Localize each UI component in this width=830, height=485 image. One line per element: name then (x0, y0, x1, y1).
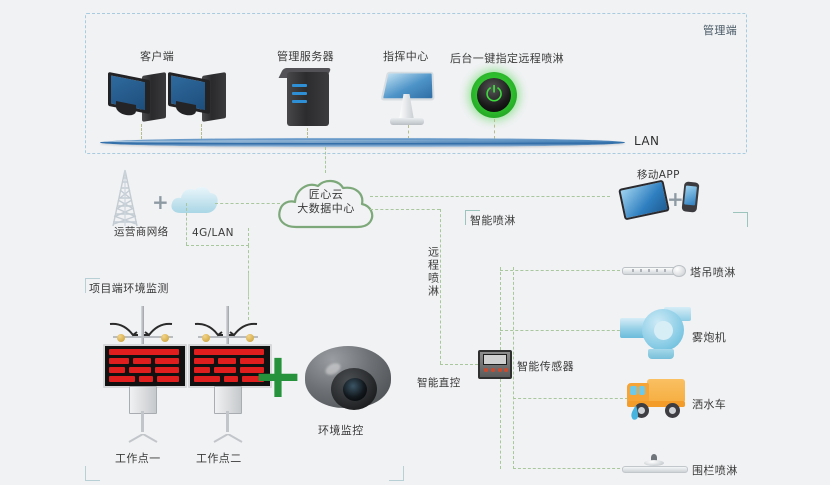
connector-tower-crane-sprinkler (500, 270, 620, 271)
connector-water-truck (513, 398, 628, 399)
operator-network-label: 运营商网络 (114, 226, 169, 238)
lan-bus-bar (100, 138, 625, 147)
connector-trunk-sensor (440, 364, 478, 365)
kiosk-display-icon (380, 70, 435, 128)
power-glyph: ⏻ (485, 82, 503, 107)
station-2-label: 工作点二 (196, 452, 242, 465)
tower-crane-sprinkler-icon (618, 264, 686, 277)
direct-control-label: 智能直控 (417, 377, 461, 389)
project-zone-title: 项目端环境监测 (89, 282, 169, 295)
cloud-text-block: 匠心云 大数据中心 (272, 188, 380, 216)
desktop-pc-icon (168, 71, 228, 124)
fence-sprinkler-icon (622, 452, 688, 476)
connector-lan-cloud (325, 147, 326, 173)
connector-fog-cannon (500, 330, 625, 331)
lan-label: LAN (634, 134, 660, 148)
management-server-label: 管理服务器 (277, 50, 334, 63)
connector-power-lan (494, 119, 495, 139)
fog-cannon-icon (620, 305, 692, 363)
desktop-pc-icon (108, 71, 168, 124)
cloud-icon (168, 183, 220, 217)
mobile-app-label: 移动APP (637, 169, 680, 181)
plus-icon: + (152, 190, 169, 214)
water-truck-label: 洒水车 (692, 398, 727, 411)
plus-icon: + (667, 187, 684, 211)
tablet-icon (618, 179, 670, 221)
dome-camera-icon (305, 342, 391, 414)
connector-remote-spray-trunk (440, 209, 441, 364)
connector-sensor-bus-upper (500, 267, 501, 350)
led-display-board (103, 344, 187, 388)
tower-crane-sprinkler-label: 塔吊喷淋 (690, 266, 736, 279)
fog-cannon-label: 雾炮机 (692, 331, 727, 344)
connector-cloud-right-lower (370, 209, 440, 210)
connector-4glan-up (248, 228, 249, 246)
corner-bracket-project-title (85, 278, 100, 293)
corner-bracket-spray-title (465, 210, 480, 225)
client-1-label: 客户端 (140, 50, 175, 63)
project-zone-separator (248, 274, 249, 296)
environment-monitoring-station-icon (180, 300, 276, 443)
power-button-icon[interactable]: ⏻ (471, 72, 517, 118)
server-rack-icon (278, 68, 335, 130)
cloud-line-2: 大数据中心 (297, 202, 355, 215)
connector-cloud-mobile-upper (370, 196, 610, 197)
connector-sensor-bus-lower (500, 379, 501, 469)
connector-kiosk-lan (408, 125, 409, 139)
plus-icon: + (252, 339, 304, 412)
connector-server-lan (307, 128, 308, 139)
connector-sensor-bus-outer (513, 267, 514, 469)
corner-bracket-project-bl (85, 466, 100, 481)
connector-operator-cloud (215, 203, 280, 204)
cell-tower-icon (103, 168, 147, 230)
smart-sensor-label: 智能传感器 (517, 360, 574, 373)
station-1-label: 工作点一 (115, 452, 161, 465)
management-zone-title: 管理端 (703, 24, 738, 37)
smartphone-icon (681, 181, 700, 214)
management-zone-box (85, 13, 747, 154)
connector-4glan-horizontal (186, 245, 249, 246)
led-display-board (188, 344, 272, 388)
command-center-label: 指挥中心 (383, 50, 429, 63)
cloud-line-1: 匠心云 (308, 188, 344, 201)
one-key-remote-spray-label: 后台一键指定远程喷淋 (450, 52, 564, 65)
environment-monitoring-station-icon (95, 300, 191, 443)
connector-fence-sprinkler (513, 468, 625, 469)
link-4g-lan-label: 4G/LAN (192, 227, 234, 239)
smart-spray-title: 智能喷淋 (470, 214, 516, 227)
fence-sprinkler-label: 围栏喷淋 (692, 464, 738, 477)
remote-spray-label: 远程喷淋 (426, 246, 440, 298)
connector-operator-down (186, 203, 187, 245)
connector-client2-lan (201, 124, 202, 139)
corner-bracket-top-right (733, 212, 748, 227)
connector-client1-lan (141, 124, 142, 139)
big-data-cloud-icon: 匠心云 大数据中心 (272, 177, 380, 233)
smart-sensor-icon (478, 350, 512, 379)
water-truck-icon (625, 375, 689, 421)
corner-bracket-project-br (389, 466, 404, 481)
camera-label: 环境监控 (318, 424, 364, 437)
